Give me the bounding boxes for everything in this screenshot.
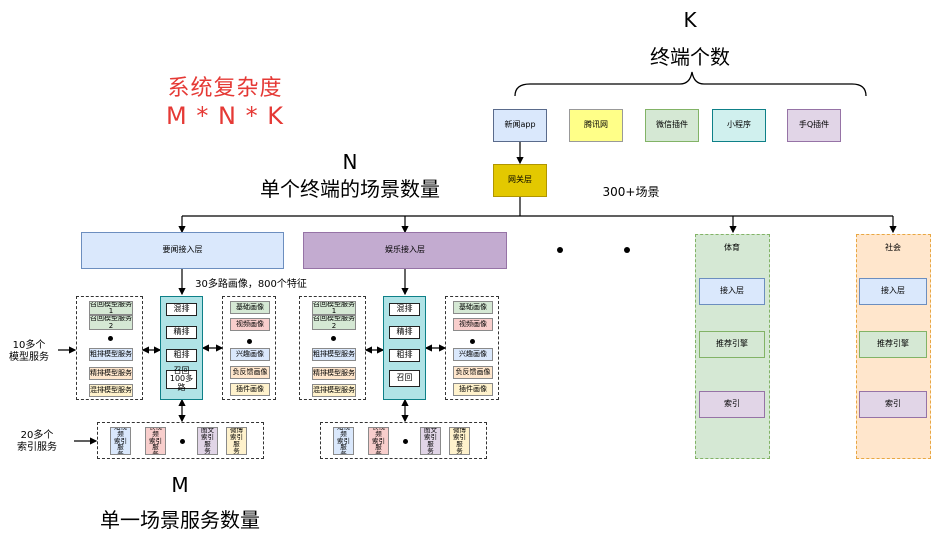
index-service: 长视频 索引服 务	[368, 427, 389, 455]
portrait-service: 负反馈画像	[230, 366, 270, 379]
portrait-service: 基础画像	[230, 301, 270, 314]
ellipsis-dot	[624, 247, 630, 253]
portrait-service: 兴趣画像	[230, 348, 270, 361]
index-service: 图文 索引服 务	[197, 427, 218, 455]
ent-access-layer: 娱乐接入层	[303, 232, 507, 269]
complexity-title: 系统复杂度	[167, 76, 283, 101]
ent-pipeline: 混排 精排 粗排 召回	[383, 296, 426, 400]
news-pipeline: 混排 精排 粗排 召回 100多路	[160, 296, 203, 400]
model-service: 混排模型服务	[312, 384, 356, 397]
terminal-tencent-web: 腾讯网	[569, 109, 623, 142]
pipeline-stage: 精排	[166, 326, 197, 339]
ellipsis-dot	[557, 247, 563, 253]
model-service: 召回模型服务 2	[312, 315, 356, 330]
model-service: 精排模型服务	[312, 367, 356, 380]
ellipsis-dot	[331, 336, 336, 341]
news-portraits-group: 基础画像 视频画像 兴趣画像 负反馈画像 插件画像	[222, 296, 276, 400]
model-service: 召回模型服务 1	[312, 301, 356, 315]
index-service: 短视频 索引服 务	[110, 427, 131, 455]
ellipsis-dot	[247, 339, 252, 344]
index-service: 微博 索引服 务	[226, 427, 247, 455]
model-service: 粗排模型服务	[89, 348, 133, 361]
news-model-services-group: 召回模型服务 1 召回模型服务 2 粗排模型服务 精排模型服务 混排模型服务	[76, 296, 143, 400]
pipeline-stage: 精排	[389, 326, 420, 339]
portrait-service: 视频画像	[453, 318, 493, 331]
ellipsis-dot	[180, 439, 185, 444]
model-services-label: 10多个 模型服务	[9, 340, 49, 363]
gateway-layer: 网关层	[493, 164, 547, 197]
index-service: 图文 索引服 务	[420, 427, 441, 455]
sports-rec-engine: 推荐引擎	[699, 331, 765, 358]
complexity-formula: M * N * K	[166, 102, 284, 130]
model-service: 召回模型服务 2	[89, 315, 133, 330]
ent-model-services-group: 召回模型服务 1 召回模型服务 2 粗排模型服务 精排模型服务 混排模型服务	[299, 296, 366, 400]
n-description: 单个终端的场景数量	[260, 177, 440, 201]
pipeline-stage: 混排	[166, 303, 197, 316]
n-letter: N	[342, 150, 358, 174]
terminal-wechat-plugin: 微信插件	[645, 109, 699, 142]
society-access-layer: 接入层	[859, 278, 927, 305]
portrait-service: 视频画像	[230, 318, 270, 331]
terminal-qq-plugin: 手Q插件	[787, 109, 841, 142]
index-service: 微博 索引服 务	[449, 427, 470, 455]
model-service: 粗排模型服务	[312, 348, 356, 361]
index-service: 长视频 索引服 务	[145, 427, 166, 455]
index-service: 短视频 索引服 务	[333, 427, 354, 455]
ent-index-group: 短视频 索引服 务 长视频 索引服 务 图文 索引服 务 微博 索引服 务	[320, 422, 487, 459]
model-service: 精排模型服务	[89, 367, 133, 380]
portrait-service: 插件画像	[453, 383, 493, 396]
pipeline-stage: 召回 100多路	[166, 366, 197, 391]
ellipsis-dot	[403, 439, 408, 444]
pipeline-stage: 召回	[389, 370, 420, 387]
society-index: 索引	[859, 391, 927, 418]
society-rec-engine: 推荐引擎	[859, 331, 927, 358]
portrait-service: 基础画像	[453, 301, 493, 314]
society-title: 社会	[885, 243, 901, 252]
m-letter: M	[171, 473, 189, 497]
sports-title: 体育	[724, 243, 740, 252]
terminal-mini-program: 小程序	[712, 109, 766, 142]
sports-scene-column: 体育 接入层 推荐引擎 索引	[695, 234, 770, 459]
terminal-news-app: 新闻app	[493, 109, 547, 142]
index-services-label: 20多个 索引服务	[17, 430, 57, 453]
portrait-service: 兴趣画像	[453, 348, 493, 361]
k-description: 终端个数	[650, 45, 730, 69]
pipeline-stage: 粗排	[166, 349, 197, 362]
model-service: 混排模型服务	[89, 384, 133, 397]
society-scene-column: 社会 接入层 推荐引擎 索引	[856, 234, 931, 459]
pipeline-stage: 混排	[389, 303, 420, 316]
pipeline-stage: 粗排	[389, 349, 420, 362]
news-access-layer: 要闻接入层	[81, 232, 284, 269]
sports-index: 索引	[699, 391, 765, 418]
sports-access-layer: 接入层	[699, 278, 765, 305]
scenes-count: 300+场景	[602, 185, 660, 199]
portrait-note: 30多路画像，800个特征	[195, 279, 307, 290]
portrait-service: 插件画像	[230, 383, 270, 396]
ent-portraits-group: 基础画像 视频画像 兴趣画像 负反馈画像 插件画像	[445, 296, 499, 400]
model-service: 召回模型服务 1	[89, 301, 133, 315]
news-index-group: 短视频 索引服 务 长视频 索引服 务 图文 索引服 务 微博 索引服 务	[97, 422, 264, 459]
ellipsis-dot	[108, 336, 113, 341]
m-description: 单一场景服务数量	[100, 508, 260, 532]
k-letter: K	[683, 8, 697, 32]
k-brace	[514, 71, 867, 97]
ellipsis-dot	[470, 339, 475, 344]
portrait-service: 负反馈画像	[453, 366, 493, 379]
